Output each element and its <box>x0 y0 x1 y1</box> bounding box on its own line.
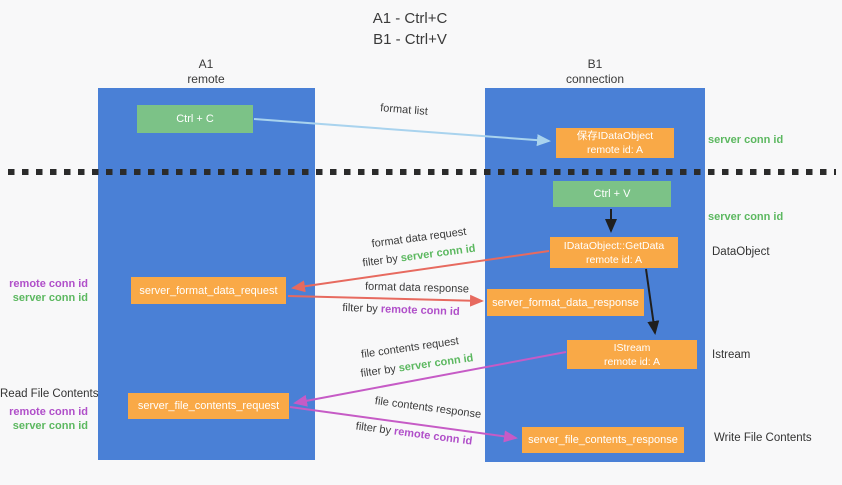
node-save-idataobject-line2: remote id: A <box>586 144 644 156</box>
annotation-server-conn-id-top: server conn id <box>708 134 784 146</box>
node-idataobject-getdata: IDataObject::GetData remote id: A <box>550 237 678 268</box>
filter-by-text: filter by <box>359 363 397 380</box>
remote-conn-id-text: remote conn id <box>393 425 473 448</box>
node-ctrl-c-label: Ctrl + C <box>176 113 214 125</box>
format-data-response-filter-label: filter by remote conn id <box>336 302 466 319</box>
format-list-label: format list <box>379 102 429 118</box>
filter-by-text: filter by <box>342 301 379 316</box>
annotation-istream: Istream <box>712 349 751 361</box>
diagram-title: A1 - Ctrl+C B1 - Ctrl+V <box>300 8 520 50</box>
remote-conn-id-text: remote conn id <box>380 303 460 319</box>
annotation-write-file-contents: Write File Contents <box>714 432 812 444</box>
node-file-response-label: server_file_contents_response <box>528 434 678 446</box>
node-istream-line1: IStream <box>613 341 651 354</box>
annotation-read-file-contents: Read File Contents <box>0 388 99 400</box>
file-contents-response-filter-label: filter by remote conn id <box>349 420 479 449</box>
node-istream: IStream remote id: A <box>567 340 697 369</box>
title-line-1: A1 - Ctrl+C <box>372 10 448 27</box>
server-conn-id-text: server conn id <box>397 352 475 375</box>
node-ctrl-v: Ctrl + V <box>553 181 671 207</box>
node-server-format-data-request: server_format_data_request <box>131 277 286 304</box>
lane-a1-name: A1 <box>198 57 214 71</box>
node-getdata-line2: remote id: A <box>585 253 643 266</box>
node-file-request-label: server_file_contents_request <box>137 400 280 412</box>
node-istream-line2: remote id: A <box>603 355 661 368</box>
annotation-server-conn-id-left-bottom: server conn id <box>12 420 88 432</box>
format-data-response-arrow <box>287 294 484 307</box>
node-save-idataobject: 保存IDataObject remote id: A <box>556 128 674 158</box>
annotation-server-conn-id-left-top: server conn id <box>12 292 88 304</box>
annotation-server-conn-id-mid: server conn id <box>708 211 784 223</box>
node-ctrl-v-label: Ctrl + V <box>593 188 631 200</box>
annotation-remote-conn-id-bottom: remote conn id <box>9 406 88 418</box>
lane-header-b1: B1 connection <box>535 57 655 87</box>
node-ctrl-c: Ctrl + C <box>137 105 253 133</box>
node-format-request-label: server_format_data_request <box>139 284 278 297</box>
title-line-2: B1 - Ctrl+V <box>373 31 447 48</box>
node-server-file-contents-response: server_file_contents_response <box>522 427 684 453</box>
server-conn-id-text: server conn id <box>400 242 477 265</box>
annotation-remote-conn-id-top: remote conn id <box>9 278 88 290</box>
node-format-response-label: server_format_data_response <box>492 296 639 309</box>
node-save-idataobject-line1: 保存IDataObject <box>576 130 654 142</box>
lane-b1-role: connection <box>565 72 625 86</box>
node-server-file-contents-request: server_file_contents_request <box>128 393 289 419</box>
node-server-format-data-response: server_format_data_response <box>487 289 644 316</box>
lane-b1-name: B1 <box>587 57 603 71</box>
lane-header-a1: A1 remote <box>146 57 266 87</box>
lane-a1-role: remote <box>187 72 225 86</box>
file-contents-response-label: file contents response <box>374 395 482 421</box>
annotation-dataobject: DataObject <box>712 246 770 258</box>
node-getdata-line1: IDataObject::GetData <box>563 239 665 252</box>
format-data-response-label: format data response <box>364 280 470 296</box>
filter-by-text: filter by <box>355 420 392 437</box>
filter-by-text: filter by <box>361 252 399 270</box>
